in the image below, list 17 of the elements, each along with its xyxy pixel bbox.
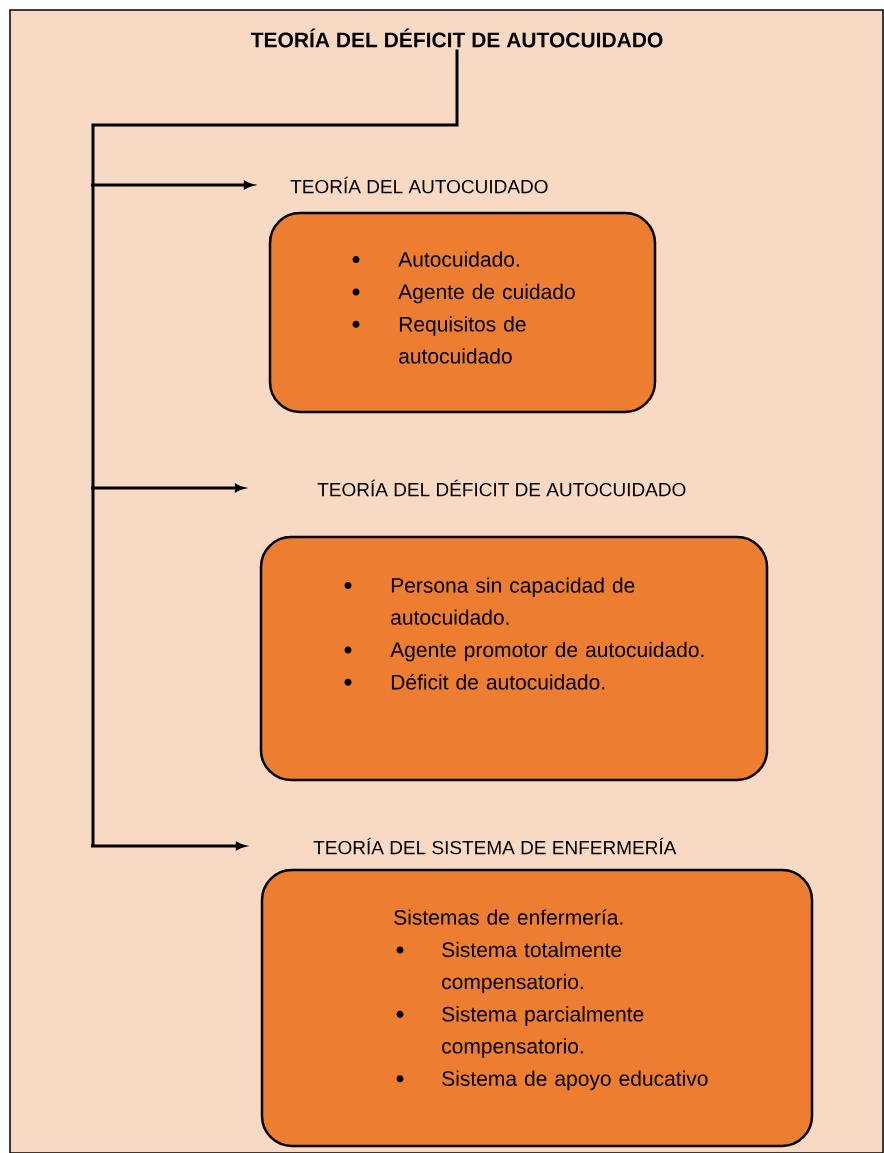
list-item: Agente de cuidado: [398, 283, 575, 304]
list-item: Persona sin capacidad de autocuidado.: [391, 577, 635, 625]
list-item: Agente promotor de autocuidado.: [390, 641, 704, 662]
heading: TEORÍA DEL AUTOCUIDADO: [290, 176, 548, 194]
list-item: Déficit de autocuidado.: [391, 673, 605, 690]
list-item: Sistema parcialmente compensatorio.: [442, 1006, 644, 1058]
arrow: [91, 484, 245, 493]
heading: TEORÍA DEL DÉFICIT DE AUTOCUIDADO: [317, 479, 686, 497]
list-item: Sistema totalmente compensatorio.: [442, 941, 622, 994]
list-heading: Sistemas de enfermería.: [394, 909, 623, 925]
connector-line: [91, 49, 459, 846]
list-item: Autocuidado.: [398, 251, 519, 267]
heading: TEORÍA DEL SISTEMA DE ENFERMERÍA: [313, 837, 677, 855]
list-item: Sistema de apoyo educativo: [442, 1070, 708, 1091]
diagram-title: TEORÍA DEL DÉFICIT DE AUTOCUIDADO: [250, 28, 663, 48]
list-item: Requisitos de autocuidado: [399, 316, 526, 364]
arrow: [91, 842, 246, 851]
